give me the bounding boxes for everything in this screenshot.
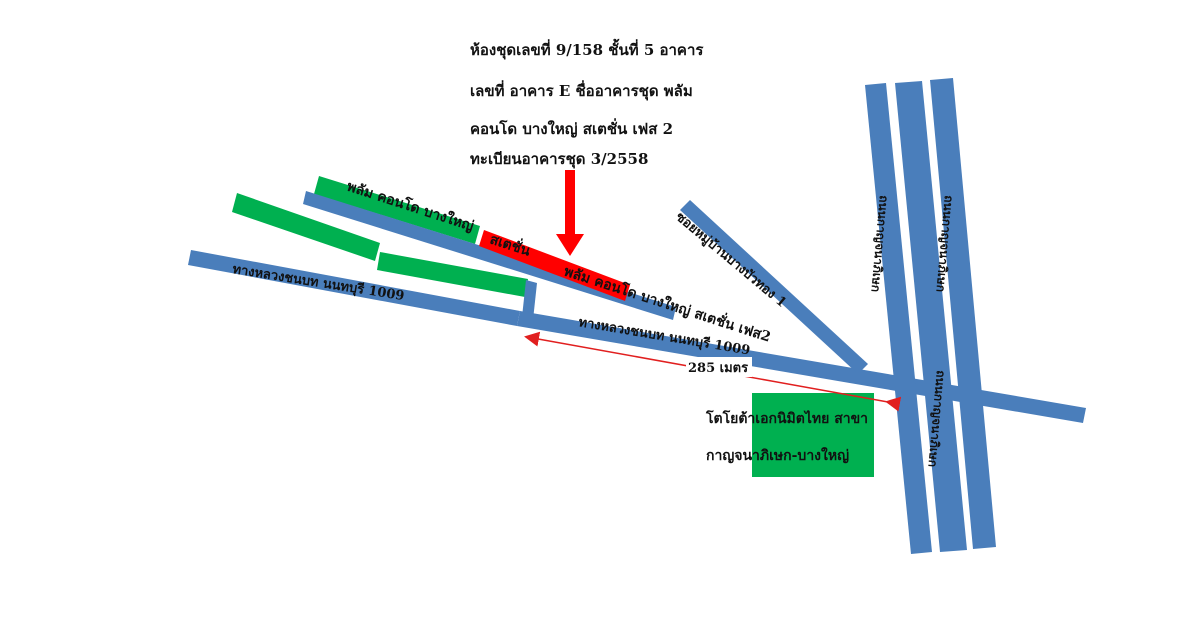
- caption-line-4: ทะเบียนอาคารชุด 3/2558: [470, 150, 648, 169]
- connector-road: [522, 280, 537, 320]
- distance-label: 285 เมตร: [688, 361, 748, 376]
- toyota-landmark-box: [752, 393, 874, 477]
- highway-1009-upper: [188, 250, 520, 326]
- green-building-2: [377, 252, 528, 297]
- condo-highlight: [479, 230, 630, 301]
- caption-line-3: คอนโด บางใหญ่ สเตชั่น เฟส 2: [470, 118, 673, 138]
- soi-road: [680, 200, 868, 374]
- project-lane: [303, 191, 676, 320]
- kanchana-road-middle: [895, 81, 967, 552]
- kanchana-road-left: [865, 83, 932, 554]
- landmark-line-2: กาญจนาภิเษก-บางใหญ่: [706, 446, 849, 464]
- landmark-line-1: โตโยต้าเอกนิมิตไทย สาขา: [705, 409, 868, 427]
- green-building-1: [232, 193, 380, 261]
- green-building-3: [314, 176, 480, 244]
- caption-line-2: เลขที่ อาคาร E ชื่ออาคารชุด พลัม: [470, 80, 693, 101]
- kanchana-road-right: [930, 78, 996, 549]
- location-arrow-shaft: [565, 170, 575, 236]
- location-arrow-head: [556, 234, 584, 256]
- distance-label-bg: [686, 357, 752, 377]
- caption-line-1: ห้องชุดเลขที่ 9/158 ชั้นที่ 5 อาคาร: [470, 38, 704, 60]
- soi-label: ซอยหมู่บ้านบางบัวทอง 1: [672, 209, 789, 311]
